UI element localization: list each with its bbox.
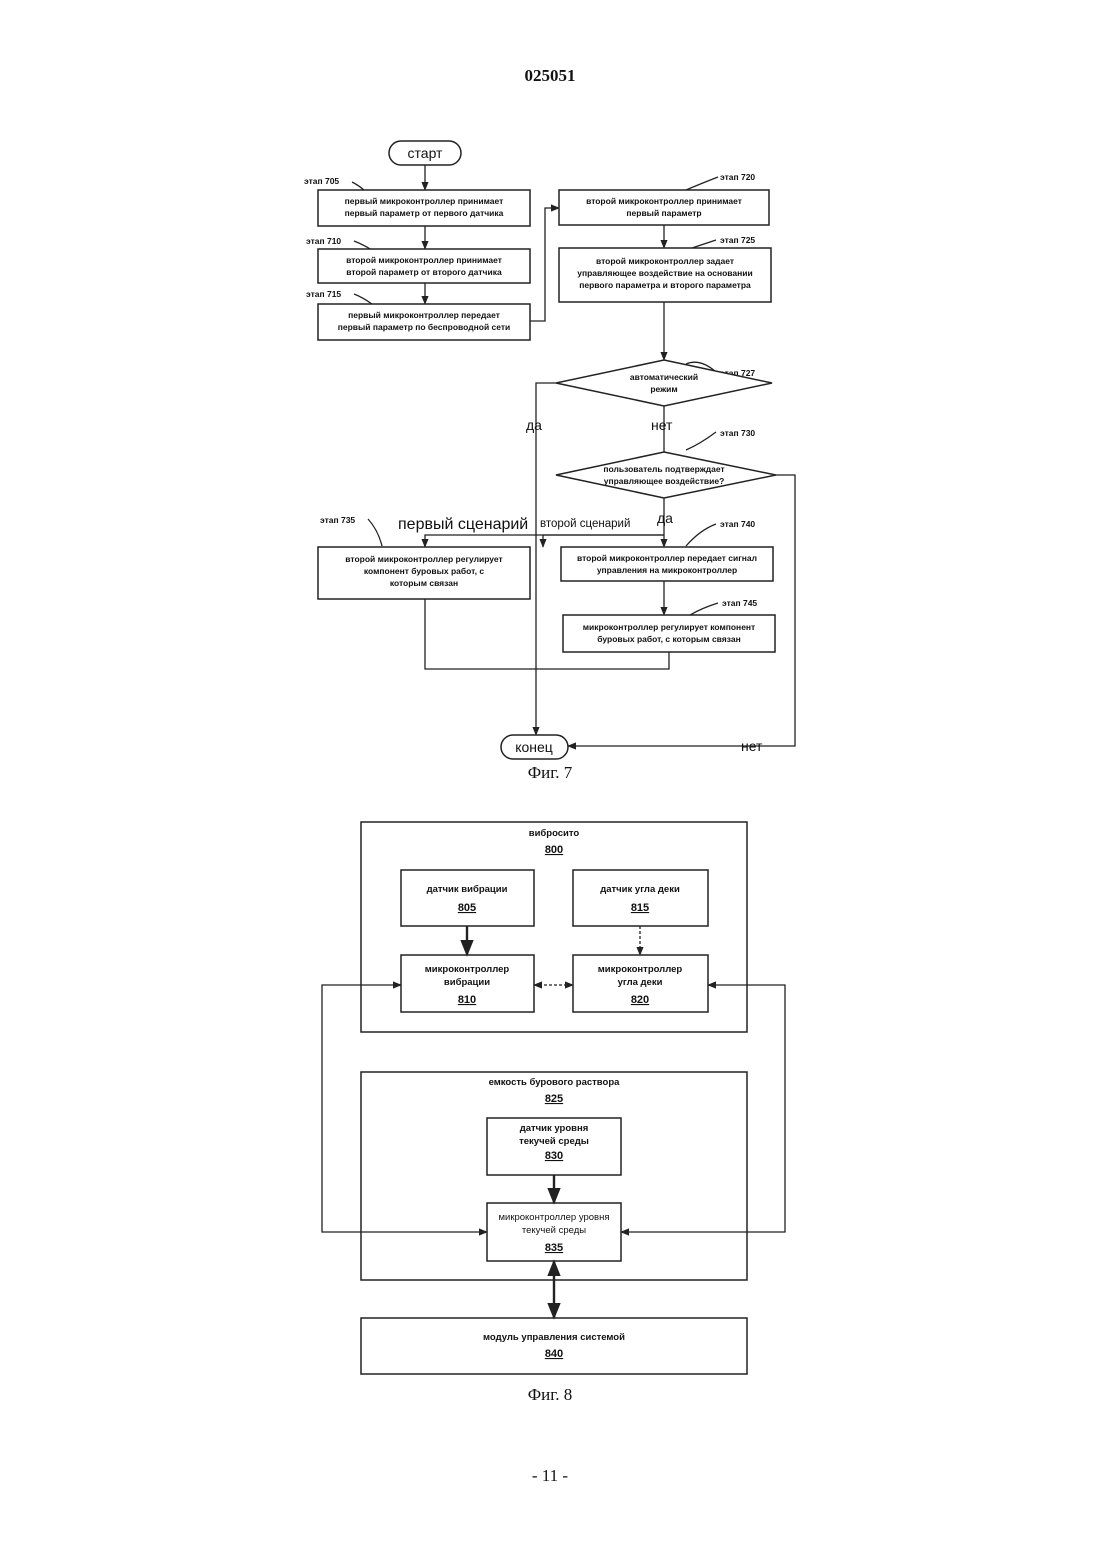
block-label: датчик угла деки	[600, 884, 680, 895]
arrow-715-720	[530, 208, 559, 321]
step-tag: этап 710	[306, 236, 341, 246]
step-tag: этап 740	[720, 519, 755, 529]
step-720: этап 720 второй микроконтроллер принимае…	[559, 172, 769, 225]
step-text-line: управления на микроконтроллер	[597, 565, 737, 575]
block-num: 805	[458, 902, 476, 914]
end-label: конец	[515, 739, 553, 755]
link-810-835	[322, 985, 487, 1232]
step-text-line: второй микроконтроллер регулирует	[345, 554, 502, 564]
step-725: этап 725 второй микроконтроллер задает у…	[559, 235, 771, 302]
decision-730: этап 730 пользователь подтверждает управ…	[556, 428, 776, 498]
step-text-line: второй параметр от второго датчика	[346, 267, 502, 277]
arrow-727-yes	[536, 383, 556, 735]
link-820-835	[621, 985, 785, 1232]
shaker-title: вибросито	[529, 828, 580, 839]
step-tag: этап 745	[722, 598, 757, 608]
label-no-727: нет	[651, 417, 673, 433]
block-num: 840	[545, 1348, 563, 1360]
block-num: 820	[631, 994, 649, 1006]
leader-line	[686, 524, 716, 546]
step-tag: этап 720	[720, 172, 755, 182]
level-sensor-block: датчик уровня текучей среды 830	[487, 1118, 621, 1175]
fig7-flowchart: старт этап 705 первый микроконтроллер пр…	[304, 141, 795, 759]
block-label: микроконтроллер уровня	[498, 1212, 609, 1223]
block-label: микроконтроллер	[598, 964, 683, 975]
fig7-caption: Фиг. 7	[0, 763, 1100, 783]
line-745-merge	[536, 652, 669, 669]
step-text-line: первый микроконтроллер передает	[348, 310, 500, 320]
deck-angle-mc-block: микроконтроллер угла деки 820	[573, 955, 708, 1012]
block-label: микроконтроллер	[425, 964, 510, 975]
step-710: этап 710 второй микроконтроллер принимае…	[306, 236, 530, 283]
step-715: этап 715 первый микроконтроллер передает…	[306, 289, 530, 340]
leader-line	[354, 294, 372, 304]
label-scenario2: второй сценарий	[540, 518, 630, 530]
end-terminal: конец	[501, 735, 568, 759]
block-num: 835	[545, 1242, 563, 1254]
step-text-line: микроконтроллер регулирует компонент	[583, 622, 755, 632]
deck-angle-sensor-block: датчик угла деки 815	[573, 870, 708, 926]
block-label: датчик уровня	[520, 1123, 589, 1134]
step-text-line: второй микроконтроллер принимает	[586, 196, 742, 206]
decision-text-line: управляющее воздействие?	[604, 476, 725, 486]
decision-text-line: автоматический	[630, 372, 698, 382]
step-tag: этап 735	[320, 515, 355, 525]
decision-727: этап 727 автоматический режим	[556, 360, 772, 406]
leader-line	[686, 177, 718, 190]
block-label: вибрации	[444, 977, 490, 988]
fig8-caption: Фиг. 8	[0, 1385, 1100, 1405]
step-tag: этап 715	[306, 289, 341, 299]
leader-line	[690, 603, 718, 615]
arrow-730-no	[568, 475, 795, 746]
block-label: датчик вибрации	[427, 884, 508, 895]
page-footer: - 11 -	[0, 1466, 1100, 1486]
step-text-line: первый параметр от первого датчика	[345, 208, 504, 218]
fig8-block-diagram: вибросито 800 датчик вибрации 805 датчик…	[322, 822, 785, 1374]
step-705: этап 705 первый микроконтроллер принимае…	[304, 176, 530, 226]
shaker-num: 800	[545, 844, 563, 856]
step-text-line: первый параметр	[626, 208, 701, 218]
leader-line	[686, 432, 716, 450]
decision-text-line: режим	[650, 384, 677, 394]
step-tag: этап 730	[720, 428, 755, 438]
step-text-line: первый микроконтроллер принимает	[345, 196, 504, 206]
step-text-line: которым связан	[390, 578, 458, 588]
label-yes-727: да	[526, 417, 542, 433]
block-label: угла деки	[618, 977, 663, 988]
level-mc-block: микроконтроллер уровня текучей среды 835	[487, 1203, 621, 1261]
step-text-line: компонент буровых работ, с	[364, 566, 484, 576]
arrow-scenario2	[543, 535, 664, 547]
step-tag: этап 725	[720, 235, 755, 245]
step-text-line: второй микроконтроллер принимает	[346, 255, 502, 265]
label-scenario1: первый сценарий	[398, 516, 528, 533]
step-text-line: второй микроконтроллер передает сигнал	[577, 553, 757, 563]
system-control-module-block: модуль управления системой 840	[361, 1318, 747, 1374]
step-tag: этап 705	[304, 176, 339, 186]
tank-num: 825	[545, 1093, 563, 1105]
vibration-mc-block: микроконтроллер вибрации 810	[401, 955, 534, 1012]
step-text-line: первого параметра и второго параметра	[579, 280, 751, 290]
arrow-scenario1	[425, 535, 664, 547]
step-text-line: второй микроконтроллер задает	[596, 256, 734, 266]
step-745: этап 745 микроконтроллер регулирует комп…	[563, 598, 775, 652]
block-num: 815	[631, 902, 649, 914]
vibration-sensor-block: датчик вибрации 805	[401, 870, 534, 926]
line-735-merge	[425, 599, 536, 669]
block-num: 830	[545, 1150, 563, 1162]
tank-title: емкость бурового раствора	[489, 1077, 621, 1088]
block-label: текучей среды	[519, 1136, 589, 1147]
label-no-730: нет	[741, 738, 763, 754]
step-text-line: управляющее воздействие на основании	[577, 268, 752, 278]
decision-text-line: пользователь подтверждает	[603, 464, 724, 474]
start-label: старт	[408, 145, 444, 161]
leader-line	[368, 519, 382, 546]
block-num: 810	[458, 994, 476, 1006]
step-text-line: первый параметр по беспроводной сети	[338, 322, 511, 332]
label-yes-730: да	[657, 510, 673, 526]
block-label: модуль управления системой	[483, 1332, 625, 1343]
block-label: текучей среды	[522, 1225, 586, 1236]
start-terminal: старт	[389, 141, 461, 165]
step-text-line: буровых работ, с которым связан	[597, 634, 740, 644]
